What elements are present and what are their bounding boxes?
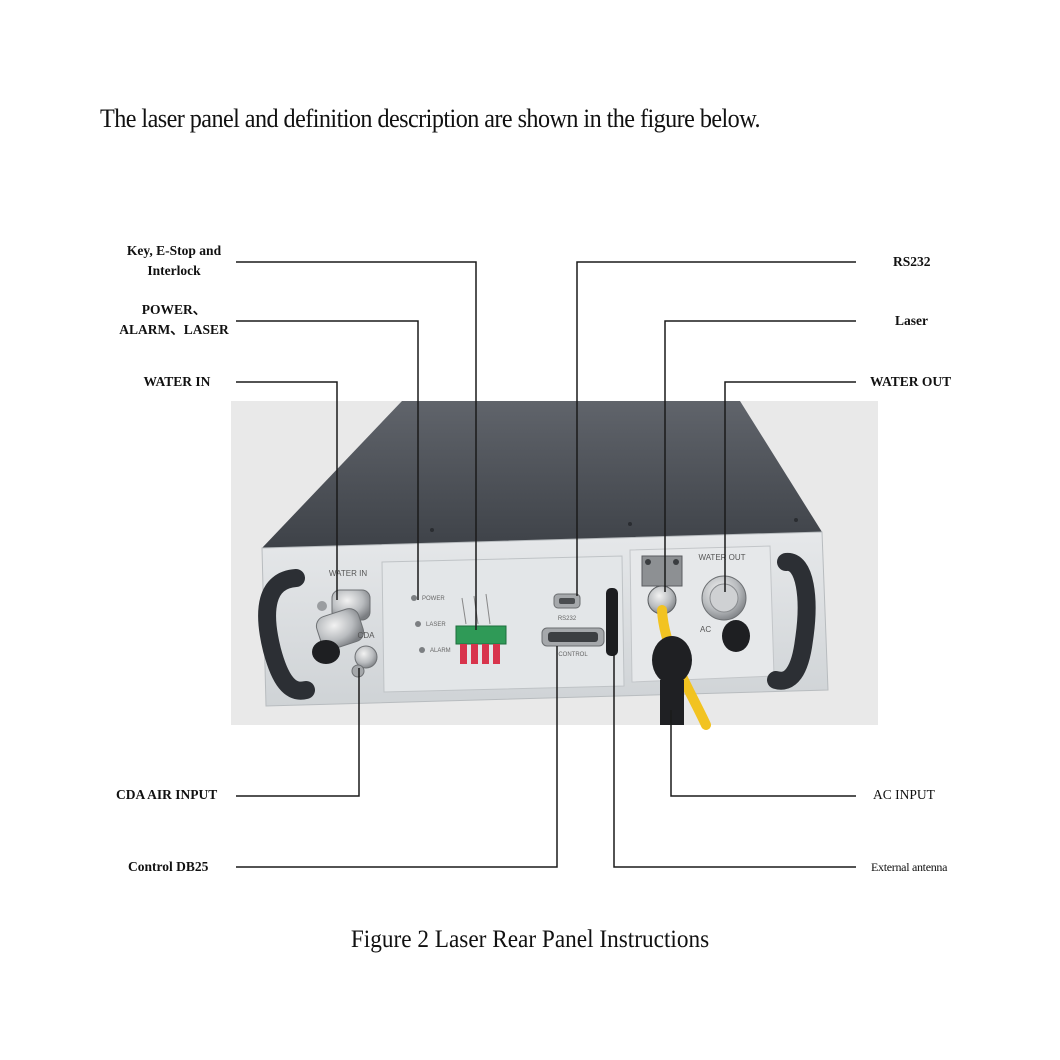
svg-text:AC: AC [700,625,711,634]
svg-text:RS232: RS232 [558,616,577,622]
svg-text:WATER OUT: WATER OUT [698,553,745,562]
leader-rs232 [576,261,856,596]
external-antenna [606,588,618,656]
rs232-port: RS232 [553,593,581,622]
svg-text:LASER: LASER [426,622,446,628]
svg-text:CONTROL: CONTROL [558,652,588,658]
label-external-antenna: External antenna [871,860,948,874]
leader-water-out [724,381,856,592]
label-cda-air-input: CDA AIR INPUT [116,787,218,802]
label-power-alarm-laser: POWER、 ALARM、LASER [119,302,229,337]
leader-external-antenna [613,654,856,868]
terminal-block [455,593,507,664]
label-key-estop-interlock: Key, E-Stop and Interlock [126,243,222,278]
label-water-out: WATER OUT [870,374,952,389]
leader-water-in [236,381,338,600]
label-rs232: RS232 [893,254,931,269]
label-ac-input: AC INPUT [873,787,935,802]
left-handle [258,569,315,700]
product-photo: WATER IN CDA POWER LASER ALARM [231,401,878,730]
leader-cda-air-input [236,668,360,797]
svg-text:CDA: CDA [358,631,376,640]
svg-text:ALARM: ALARM [430,648,451,654]
label-control-db25: Control DB25 [128,859,209,874]
leader-power-alarm-laser [236,320,419,600]
leader-lines [236,261,856,868]
indicator-leds: POWER LASER ALARM [411,595,451,654]
right-handle [767,553,816,690]
water-out-connector: WATER OUT [698,553,750,652]
svg-text:POWER: POWER [422,596,445,602]
figure-caption: Figure 2 Laser Rear Panel Instructions [350,926,710,953]
svg-text:WATER IN: WATER IN [329,569,367,578]
chassis-top [262,401,822,548]
leader-ac-input [670,710,856,797]
intro-text: The laser panel and definition descripti… [100,104,761,133]
cda-fitting: CDA [351,631,378,678]
ac-input-connector: AC [652,625,711,725]
label-laser: Laser [895,313,928,328]
leader-control-db25 [236,646,558,868]
label-water-in: WATER IN [143,374,211,389]
control-db25-port: CONTROL [541,627,605,658]
water-in-connector: WATER IN [312,569,371,664]
leader-key-estop [236,261,477,630]
leader-laser [664,320,856,592]
